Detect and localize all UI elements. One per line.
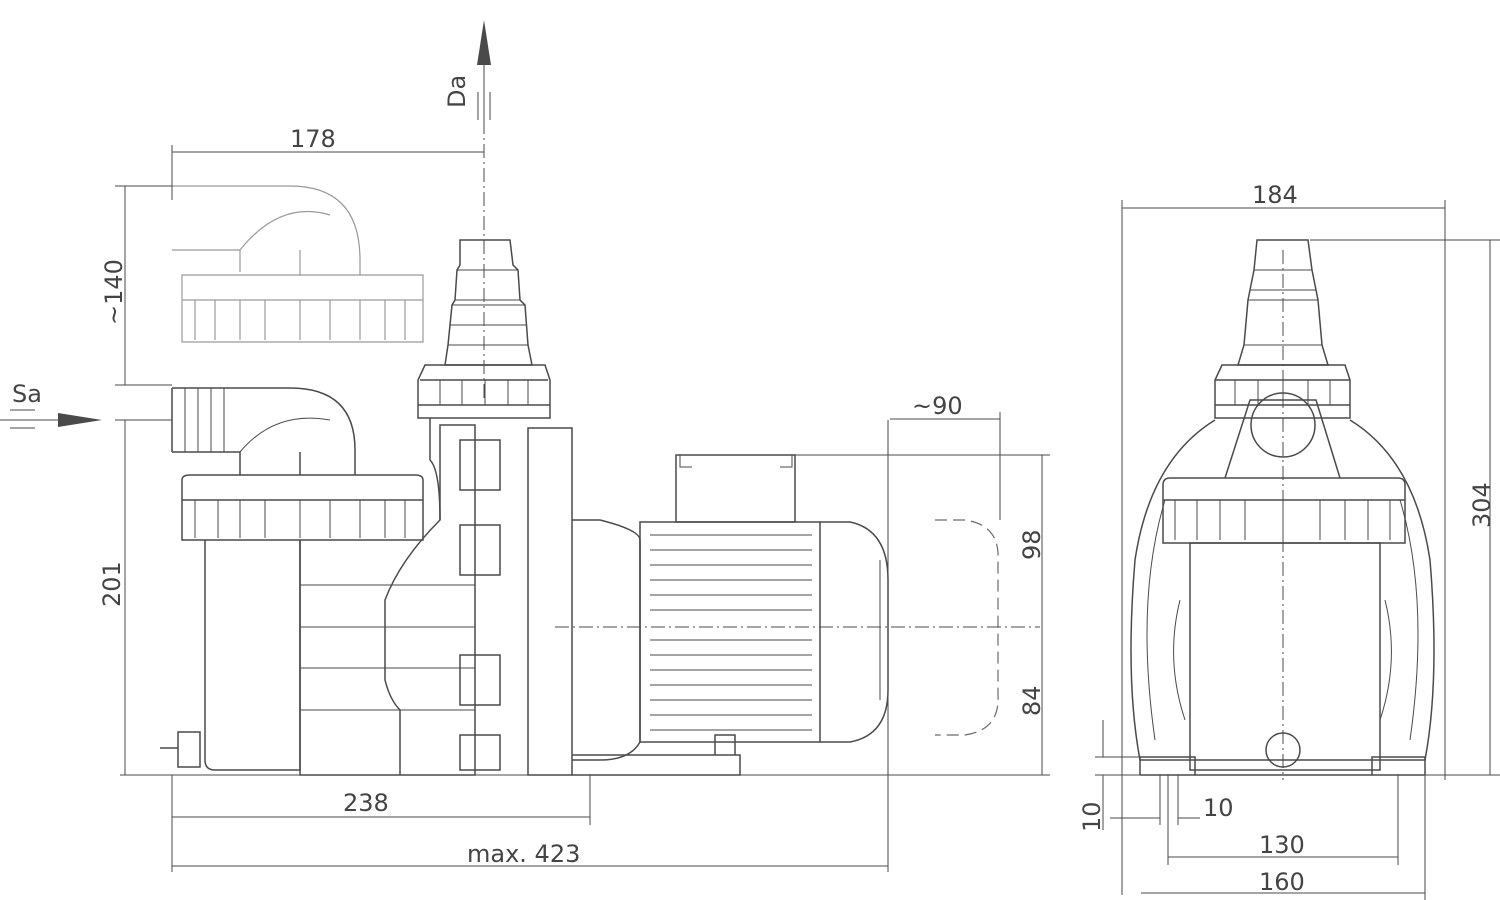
side-view <box>160 120 1040 776</box>
front-strainer-body <box>1189 542 1381 771</box>
dim-238: 238 <box>343 789 389 817</box>
dim-201: 201 <box>98 561 126 607</box>
dimensions-side: Da Sa 178 ~140 201 238 max. 423 ~90 98 8… <box>0 20 1050 872</box>
terminal-box <box>675 454 796 523</box>
dim-304: 304 <box>1468 482 1496 528</box>
dim-max-423: max. 423 <box>467 840 580 868</box>
outlet-port <box>1250 392 1316 458</box>
dim-160: 160 <box>1259 868 1305 896</box>
front-lid <box>1162 477 1406 544</box>
dim-98: 98 <box>1018 529 1046 560</box>
dim-130: 130 <box>1259 831 1305 859</box>
dim-84: 84 <box>1018 685 1046 716</box>
dim-184: 184 <box>1252 181 1298 209</box>
discharge-label: Da <box>443 75 471 108</box>
discharge-arrow-icon <box>477 20 491 65</box>
dim-140: ~140 <box>100 259 128 325</box>
dim-10-vertical: 10 <box>1078 801 1106 832</box>
dim-90: ~90 <box>912 392 963 420</box>
outlet-nozzle <box>444 239 533 366</box>
suction-arrow-icon <box>58 413 102 427</box>
dim-178: 178 <box>290 125 336 153</box>
strainer-housing <box>204 540 301 771</box>
front-feet <box>1139 756 1426 776</box>
pump-housing <box>299 424 476 776</box>
ghost-lid-raised <box>172 185 424 343</box>
base-plate <box>572 734 741 776</box>
front-view <box>1130 239 1435 780</box>
suction-label: Sa <box>12 380 42 408</box>
motor-body <box>639 521 821 743</box>
dim-10-horizontal: 10 <box>1203 794 1234 822</box>
strainer-lid <box>181 474 424 541</box>
dimensions-front: 184 304 10 10 130 160 <box>1078 181 1500 900</box>
motor-flange <box>527 427 573 776</box>
motor-endcap <box>820 521 889 743</box>
